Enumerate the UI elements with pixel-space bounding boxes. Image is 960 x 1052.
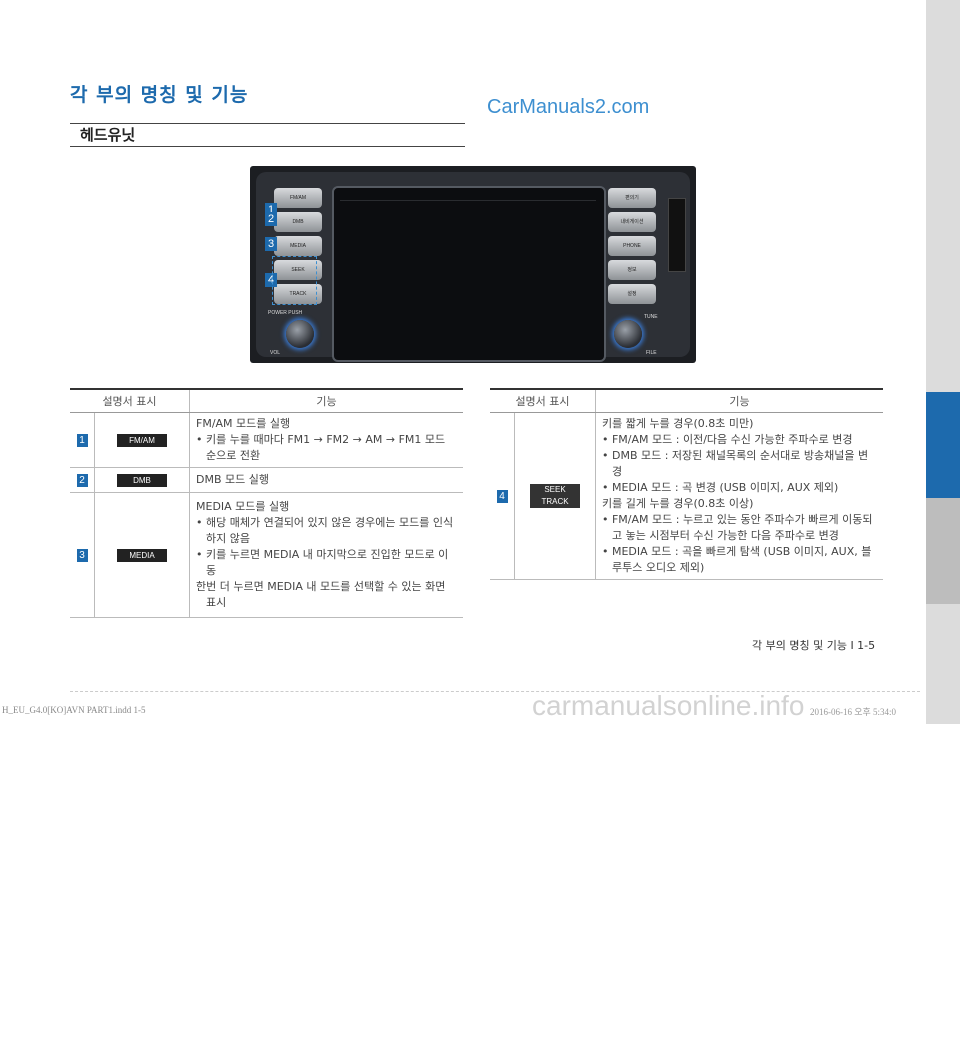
right-button-1[interactable]: 편의기 — [608, 188, 656, 208]
phone-button[interactable]: PHONE — [608, 236, 656, 256]
vol-label: VOL — [270, 350, 281, 356]
row-number-badge: 4 — [496, 490, 508, 503]
tune-knob[interactable] — [614, 320, 642, 348]
fm-am-button[interactable]: FM/AM — [274, 188, 322, 208]
info-button[interactable]: 정보 — [608, 260, 656, 280]
watermark-top: CarManuals2.com — [487, 96, 650, 118]
table-row: 3 MEDIA MEDIA 모드를 실행 • 해당 매체가 연결되어 있지 않은… — [70, 492, 463, 618]
desc-line: • 키를 누르면 MEDIA 내 마지막으로 진입한 모드로 이동 — [196, 548, 449, 577]
desc-line: • MEDIA 모드 : 곡 변경 (USB 이미지, AUX 제외) — [602, 481, 839, 494]
callout-badge-4: 4 — [265, 273, 277, 287]
tune-label: TUNE — [644, 314, 658, 320]
table-header-row: 설명서 표시 기능 — [70, 388, 463, 413]
file-info: H_EU_G4.0[KO]AVN PART1.indd 1-5 — [2, 705, 146, 715]
desc-line: • MEDIA 모드 : 곡을 빠르게 탐색 (USB 이미지, AUX, 블루… — [602, 545, 872, 574]
chapter-tab-number: 01 — [926, 498, 960, 1043]
row-number-badge: 1 — [76, 434, 88, 447]
subtitle-rule-bottom — [70, 146, 465, 147]
seek-key-image: SEEK TRACK — [530, 484, 580, 508]
desc-line: • 키를 누를 때마다 FM1 → FM2 → AM → FM1 모드 순으로 … — [196, 433, 446, 462]
dmb-key-image: DMB — [117, 474, 167, 487]
settings-button[interactable]: 설정 — [608, 284, 656, 304]
watermark-bottom: carmanualsonline.info — [532, 690, 805, 721]
left-function-table: 설명서 표시 기능 1 FM/AM FM/AM 모드를 실행 • 키를 누를 때… — [70, 388, 463, 618]
header-function: 기능 — [595, 388, 883, 413]
right-function-table: 설명서 표시 기능 4 SEEK TRACK 키를 짧게 누를 경우(0.8초 미… — [490, 388, 883, 580]
head-unit-frame: FM/AM DMB MEDIA SEEK TRACK 편의기 내비게이션 PHO… — [256, 172, 690, 362]
desc-line: • FM/AM 모드 : 이전/다음 수신 가능한 주파수로 변경 — [602, 433, 853, 446]
header-manual-label: 설명서 표시 — [70, 388, 190, 413]
file-label: FILE — [646, 350, 657, 356]
footer-rule — [70, 691, 920, 692]
header-manual-label: 설명서 표시 — [490, 388, 596, 413]
head-unit-image: FM/AM DMB MEDIA SEEK TRACK 편의기 내비게이션 PHO… — [250, 166, 696, 363]
desc-line: DMB 모드 실행 — [196, 473, 269, 486]
desc-line: 키를 길게 누를 경우(0.8초 이상) — [602, 497, 754, 510]
fm-am-key-image: FM/AM — [117, 434, 167, 447]
desc-line: MEDIA 모드를 실행 — [196, 500, 290, 513]
table-row: 4 SEEK TRACK 키를 짧게 누를 경우(0.8초 미만) • FM/AM… — [490, 412, 883, 580]
date-info: 2016-06-16 오후 5:34:0 — [810, 707, 897, 717]
table-header-row: 설명서 표시 기능 — [490, 388, 883, 413]
subtitle: 헤드유닛 — [80, 126, 136, 144]
power-label: POWER PUSH — [268, 310, 303, 316]
head-unit-screen — [332, 186, 606, 362]
chapter-number: 01 — [936, 1027, 950, 1043]
track-button[interactable]: TRACK — [274, 284, 322, 304]
media-key-image: MEDIA — [117, 549, 167, 562]
desc-line: • FM/AM 모드 : 누르고 있는 동안 주파수가 빠르게 이동되고 놓는 … — [602, 513, 873, 542]
table-row: 2 DMB DMB 모드 실행 — [70, 467, 463, 493]
header-function: 기능 — [189, 388, 463, 413]
page-footer: 각 부의 명칭 및 기능 I 1-5 — [752, 639, 876, 652]
seek-key-label: SEEK — [544, 485, 566, 494]
table-row: 1 FM/AM FM/AM 모드를 실행 • 키를 누를 때마다 FM1 → F… — [70, 412, 463, 468]
desc-line: 한번 더 누르면 MEDIA 내 모드를 선택할 수 있는 화면 표시 — [196, 580, 446, 609]
subtitle-rule-top — [70, 123, 465, 124]
right-button-2[interactable]: 내비게이션 — [608, 212, 656, 232]
section-title: 각 부의 명칭 및 기능 — [70, 84, 249, 106]
row-number-badge: 3 — [76, 549, 88, 562]
callout-badge-3: 3 — [265, 237, 277, 251]
seek-track-highlight — [272, 256, 317, 305]
track-key-label: TRACK — [541, 497, 569, 506]
chapter-sidebar: 01 — [926, 0, 960, 1043]
card-slot — [668, 198, 686, 272]
desc-line: • 해당 매체가 연결되어 있지 않은 경우에는 모드를 인식하지 않음 — [196, 516, 454, 545]
dmb-button[interactable]: DMB — [274, 212, 322, 232]
desc-line: 키를 짧게 누를 경우(0.8초 미만) — [602, 417, 754, 430]
seek-button[interactable]: SEEK — [274, 260, 322, 280]
media-button[interactable]: MEDIA — [274, 236, 322, 256]
volume-knob[interactable] — [286, 320, 314, 348]
row-number-badge: 2 — [76, 474, 88, 487]
callout-badge-2: 2 — [265, 212, 277, 226]
desc-line: • DMB 모드 : 저장된 채널목록의 순서대로 방송채널을 변경 — [602, 449, 869, 478]
desc-line: FM/AM 모드를 실행 — [196, 417, 291, 430]
chapter-tab-active — [926, 392, 960, 498]
